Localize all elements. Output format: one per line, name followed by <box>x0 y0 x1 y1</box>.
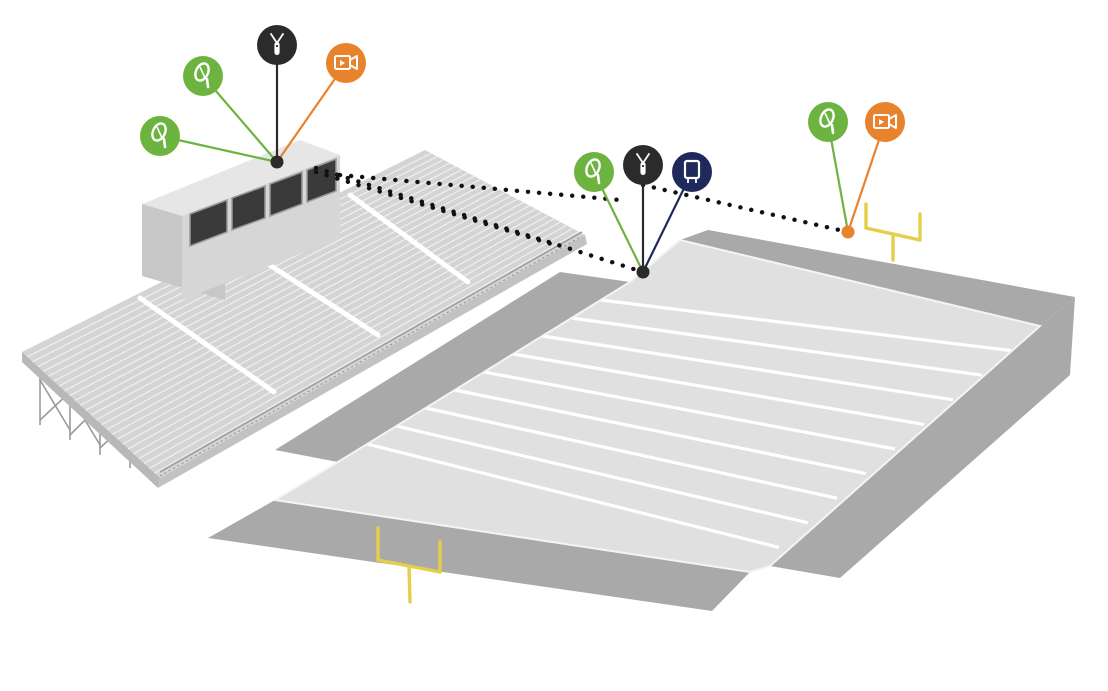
seat-row <box>95 195 512 421</box>
marker-broadcast-antenna[interactable] <box>574 152 614 192</box>
yard-line <box>396 424 809 525</box>
marker-disc <box>808 102 848 142</box>
press-box <box>142 140 340 300</box>
stand-aisles <box>137 192 471 395</box>
far-endzone <box>680 230 1075 326</box>
seat-row <box>154 231 580 474</box>
yard-line <box>600 298 1012 353</box>
yard-lines <box>366 298 1012 549</box>
marker-lavalier-microphone[interactable] <box>257 25 297 65</box>
signal-paths <box>313 165 851 275</box>
equipment-markers <box>140 25 905 279</box>
press-box-roof <box>142 140 340 216</box>
seat-row <box>111 205 530 435</box>
marker-broadcast-antenna[interactable] <box>183 56 223 96</box>
yard-line <box>483 370 896 451</box>
seat-row <box>133 218 555 455</box>
marker-disc <box>326 43 366 83</box>
near-endzone <box>208 500 750 611</box>
seat-row <box>143 224 567 465</box>
seat-row <box>69 178 481 397</box>
press-box-anchor-dot <box>270 155 284 169</box>
left-sideline <box>275 272 630 462</box>
seat-row <box>53 169 463 382</box>
marker-lavalier-microphone[interactable] <box>623 145 663 185</box>
marker-disc <box>140 116 180 156</box>
yard-line <box>512 352 925 426</box>
right-sideline <box>770 297 1075 578</box>
marker-video-camera[interactable] <box>326 43 366 83</box>
yard-line <box>571 316 983 377</box>
marker-leader-line <box>276 62 347 163</box>
yard-line <box>366 442 780 549</box>
seat-row <box>149 227 574 469</box>
endzone-marker-group <box>808 102 905 239</box>
marker-disc <box>865 102 905 142</box>
sideline-anchor-dot <box>636 265 650 279</box>
seat-row <box>117 208 537 440</box>
football-field <box>208 230 1075 611</box>
seat-row <box>80 185 493 406</box>
yard-line <box>454 388 867 476</box>
marker-broadcast-antenna[interactable] <box>140 116 180 156</box>
press-box-windows <box>189 157 337 248</box>
yard-line <box>542 334 954 402</box>
seat-row <box>90 191 506 416</box>
sideline-marker-group <box>574 145 712 279</box>
press-box-marker-group <box>140 25 366 169</box>
seat-row <box>106 201 524 431</box>
seat-row <box>127 214 549 450</box>
seat-row <box>85 188 500 411</box>
marker-disc <box>672 152 712 192</box>
seat-row <box>138 221 561 460</box>
seat-row <box>58 172 469 387</box>
yard-line <box>425 406 838 500</box>
seat-row <box>64 175 475 392</box>
marker-bodypack-transmitter[interactable] <box>672 152 712 192</box>
marker-broadcast-antenna[interactable] <box>808 102 848 142</box>
seat-row <box>74 182 487 402</box>
goalpost-far <box>864 202 922 262</box>
goalpost-near <box>376 526 442 604</box>
marker-video-camera[interactable] <box>865 102 905 142</box>
marker-disc <box>183 56 223 96</box>
seat-row <box>101 198 518 426</box>
endzone-anchor-dot <box>841 225 855 239</box>
seat-row <box>122 211 543 445</box>
marker-disc <box>574 152 614 192</box>
